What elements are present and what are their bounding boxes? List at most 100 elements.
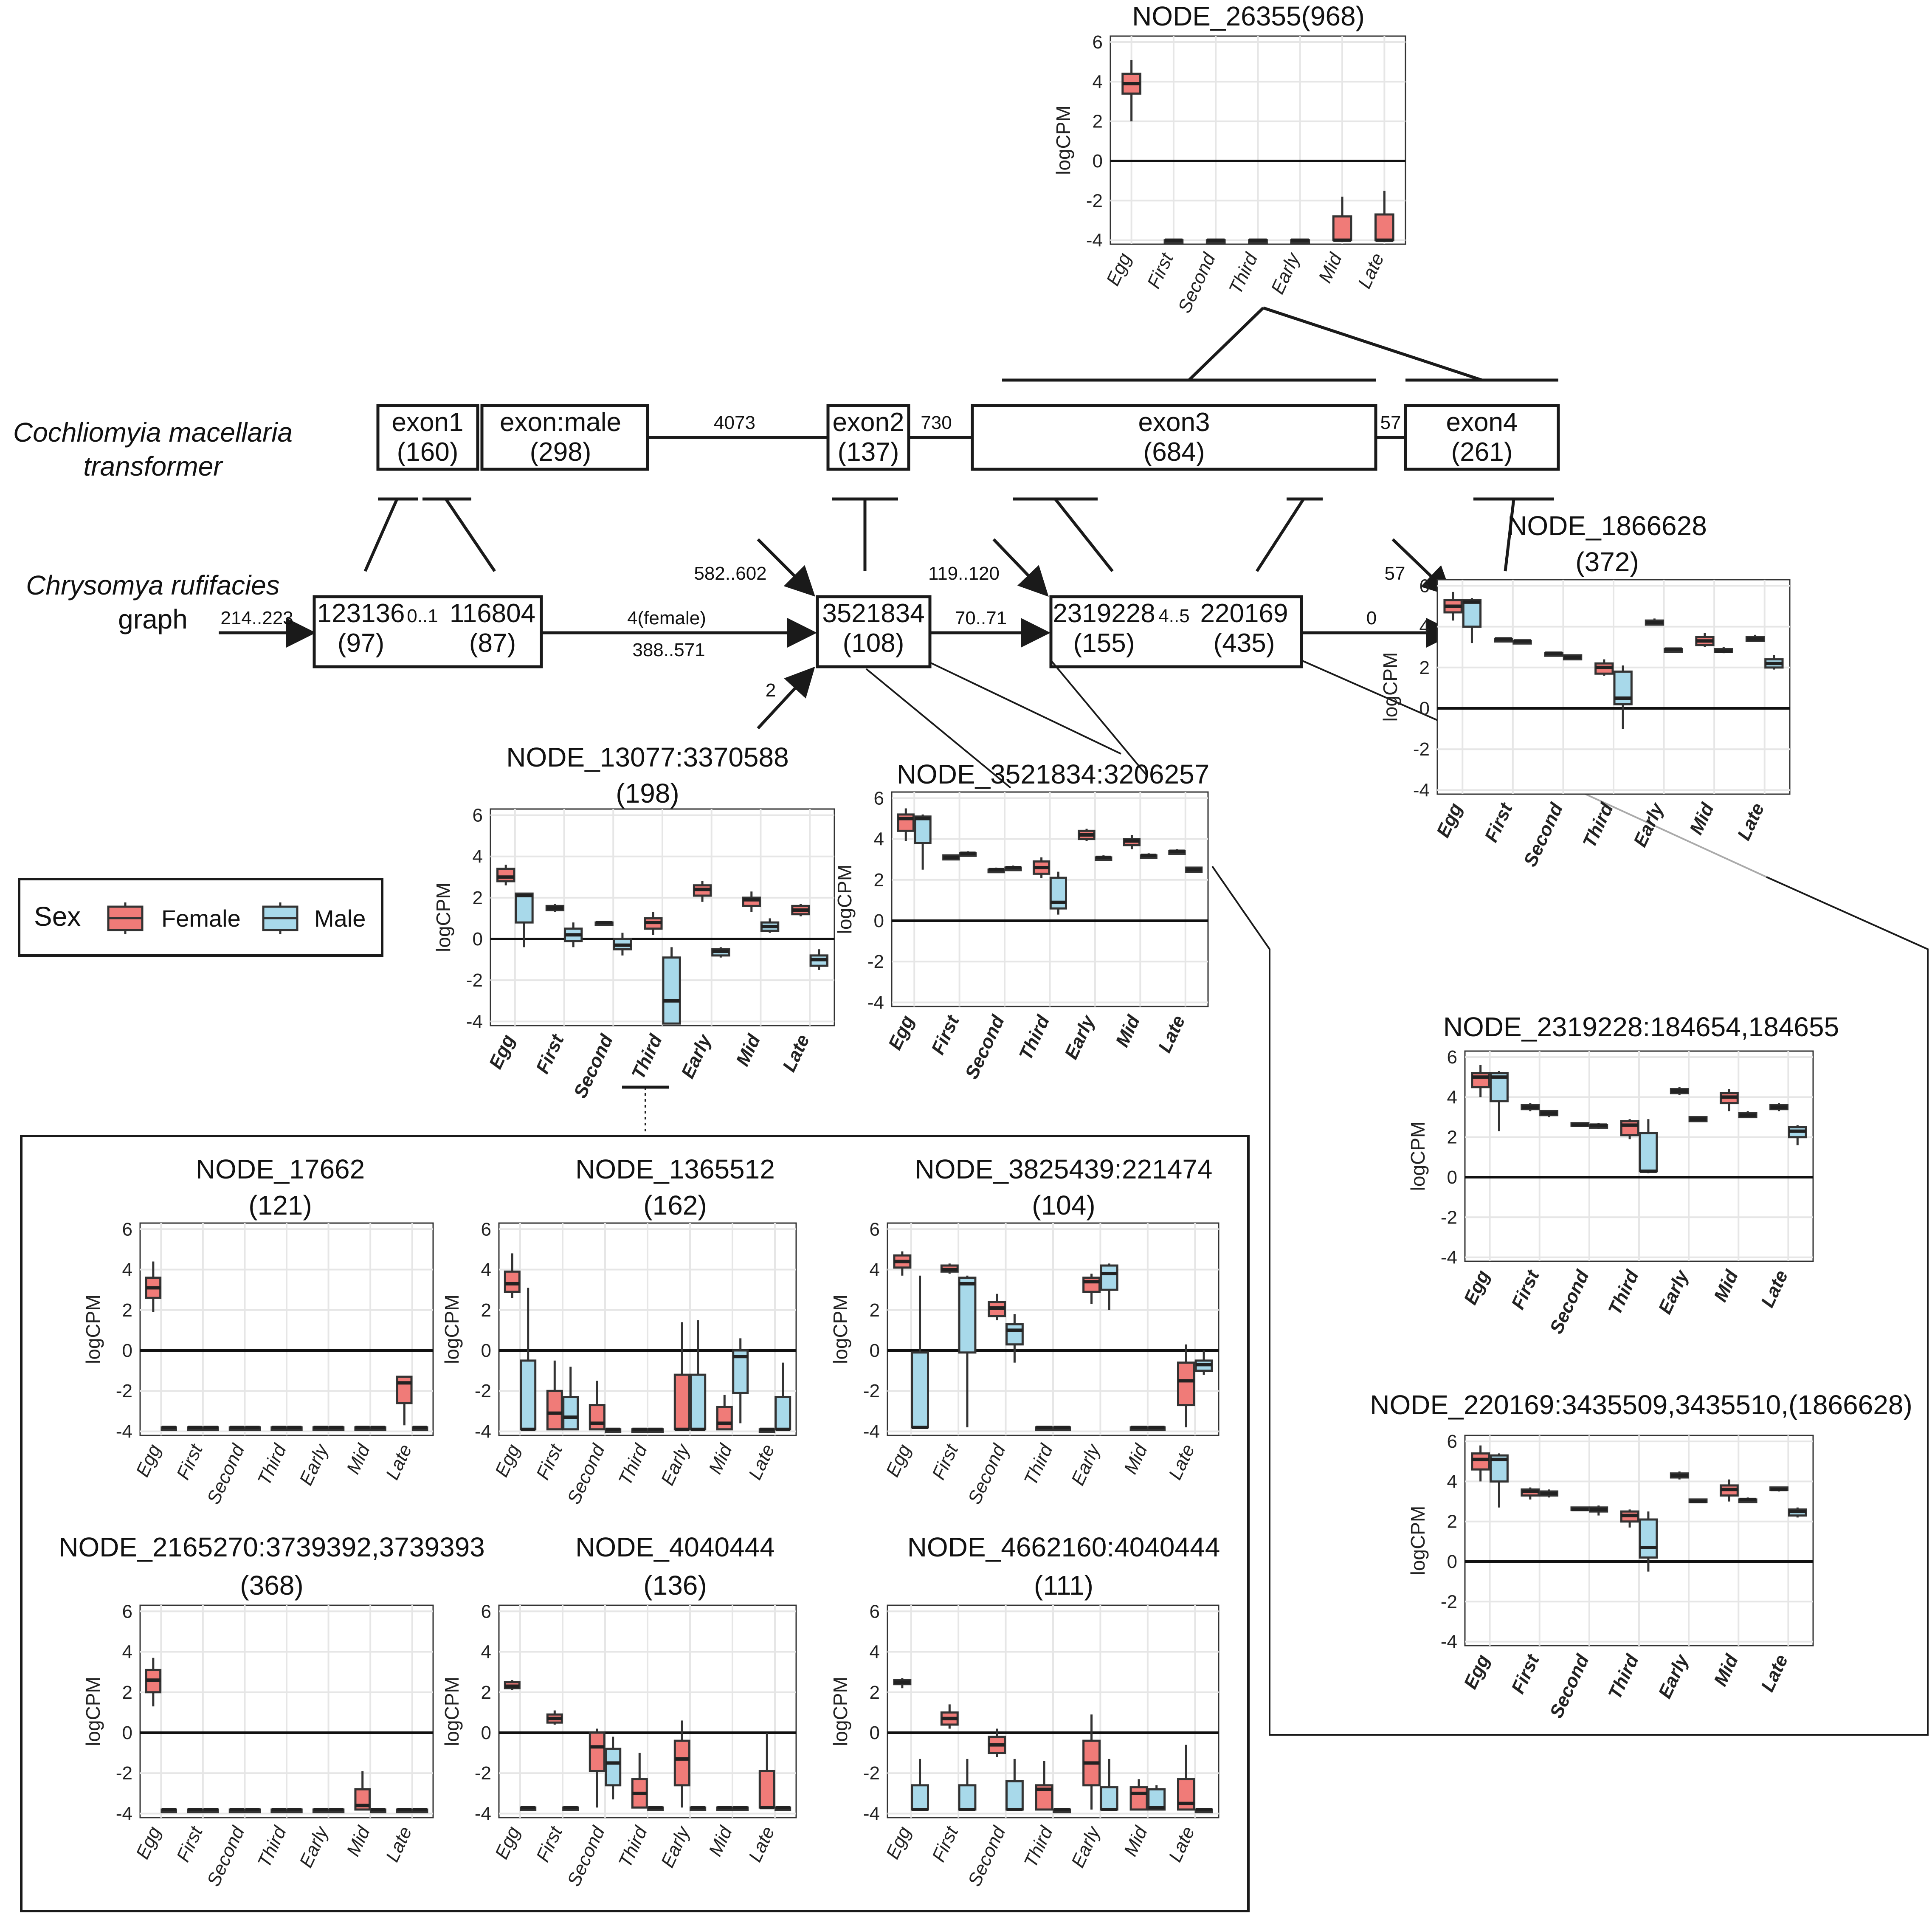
graph-node-len-116804: (87) <box>469 629 516 658</box>
box-mark <box>791 904 810 916</box>
x-tick-label: Early <box>296 1440 333 1488</box>
x-tick-label: Early <box>657 1822 694 1871</box>
y-tick-label: 6 <box>122 1601 132 1622</box>
box-mark <box>187 1425 203 1431</box>
box-mark <box>605 1737 622 1800</box>
box-mark <box>520 1806 537 1811</box>
edge-label-57: 57 <box>1385 563 1405 584</box>
x-tick-label: First <box>927 1011 964 1057</box>
box-mark <box>1589 1123 1608 1129</box>
edge-label-4-female: 4(female) <box>627 608 706 629</box>
box-mark <box>1639 1511 1658 1572</box>
x-tick-label: Mid <box>1315 249 1346 286</box>
x-tick-label: Early <box>677 1030 716 1082</box>
box-mark <box>647 1806 664 1811</box>
x-tick-label: Late <box>382 1824 416 1865</box>
panel-title: NODE_3521834:3206257 <box>897 759 1210 789</box>
y-tick-label: -4 <box>863 1803 880 1824</box>
graph-node-len-220169: (435) <box>1214 629 1275 658</box>
y-tick-label: 6 <box>473 805 483 826</box>
box-mark <box>145 1261 162 1312</box>
panel-node-2165270: NODE_2165270:3739392,3739393(368)6420-2-… <box>59 1532 485 1889</box>
x-tick-label: Mid <box>1686 800 1718 838</box>
y-tick-label: 4 <box>481 1642 491 1663</box>
box-mark <box>1670 1471 1689 1480</box>
edge-label-4-5: 4..5 <box>1158 606 1189 626</box>
x-tick-label: First <box>532 1823 567 1865</box>
box-mark <box>1738 1497 1757 1503</box>
legend-title: Sex <box>34 901 81 932</box>
box-mark <box>911 1275 929 1429</box>
y-tick-label: -4 <box>475 1803 491 1824</box>
exon4-len: (261) <box>1451 437 1513 467</box>
box-mark <box>1512 639 1532 645</box>
box-mark <box>1620 1509 1639 1528</box>
y-axis-label: logCPM <box>82 1677 104 1746</box>
box-mark <box>631 1753 648 1809</box>
x-tick-label: Early <box>1654 1650 1693 1702</box>
box-mark <box>1163 238 1184 244</box>
box-mark <box>520 1288 537 1431</box>
x-tick-label: Early <box>1630 799 1668 850</box>
x-tick-label: Mid <box>343 1441 375 1477</box>
x-tick-label: Second <box>1520 800 1567 870</box>
edge-label-0: 0 <box>1366 608 1377 629</box>
box-mark <box>244 1807 261 1813</box>
x-tick-label: Early <box>296 1822 333 1871</box>
x-tick-label: Second <box>563 1441 609 1507</box>
x-tick-label: First <box>928 1441 963 1483</box>
box-mark <box>1589 1505 1608 1516</box>
box-mark <box>270 1807 287 1813</box>
box-mark <box>1005 1759 1024 1811</box>
box-mark <box>546 1710 563 1725</box>
x-tick-label: Mid <box>1120 1823 1152 1859</box>
box-mark <box>1332 197 1352 242</box>
panel-title: NODE_26355(968) <box>1132 1 1365 31</box>
y-tick-label: 4 <box>1419 617 1430 637</box>
graph-track: 123136 (97) 116804 (87) 3521834 (108) 23… <box>219 538 1456 730</box>
x-tick-label: Third <box>253 1441 290 1488</box>
box-mark <box>1570 1122 1590 1127</box>
panel-subtitle: (368) <box>240 1570 303 1601</box>
y-tick-label: -4 <box>116 1421 132 1442</box>
box-mark <box>940 1704 959 1729</box>
y-tick-label: 0 <box>122 1722 132 1743</box>
box-mark <box>1443 592 1463 621</box>
x-tick-label: Egg <box>1460 1651 1494 1692</box>
exon-track: exon1 (160) exon:male (298) exon2 (137) … <box>376 404 1560 471</box>
x-tick-label: Early <box>1061 1011 1099 1063</box>
y-axis-label: logCPM <box>1407 1506 1429 1576</box>
x-tick-label: Early <box>1067 1822 1105 1871</box>
box-mark <box>1035 1425 1053 1431</box>
box-mark <box>545 904 565 912</box>
box-mark <box>1082 1274 1101 1304</box>
panel-subtitle: (198) <box>616 778 679 809</box>
box-mark <box>161 1425 177 1431</box>
box-mark <box>1490 1453 1509 1508</box>
y-tick-label: 2 <box>122 1300 132 1321</box>
box-mark <box>958 1759 977 1811</box>
x-tick-label: Mid <box>1120 1441 1152 1477</box>
y-axis-label: logCPM <box>432 882 454 952</box>
exon3-len: (684) <box>1143 437 1205 467</box>
graph-node-id-220169: 220169 <box>1200 599 1288 628</box>
box-mark <box>647 1427 664 1433</box>
box-mark <box>589 1381 606 1431</box>
y-tick-label: 2 <box>473 888 483 908</box>
box-mark <box>914 814 932 870</box>
panel-node-2319228: NODE_2319228:184654,1846556420-2-4logCPM… <box>1407 1012 1839 1337</box>
x-tick-label: Third <box>1225 249 1262 297</box>
box-mark <box>1490 1071 1509 1131</box>
y-tick-label: -4 <box>475 1421 491 1442</box>
graph-node-len-3521834: (108) <box>843 629 904 658</box>
box-mark <box>760 918 780 933</box>
graph-node-len-123136: (97) <box>338 629 384 658</box>
box-mark <box>203 1425 219 1431</box>
box-mark <box>1539 1489 1559 1498</box>
box-mark <box>1462 598 1482 643</box>
box-mark <box>711 947 730 958</box>
box-mark <box>987 867 1005 874</box>
box-mark <box>774 1362 791 1431</box>
box-mark <box>1100 1759 1118 1811</box>
